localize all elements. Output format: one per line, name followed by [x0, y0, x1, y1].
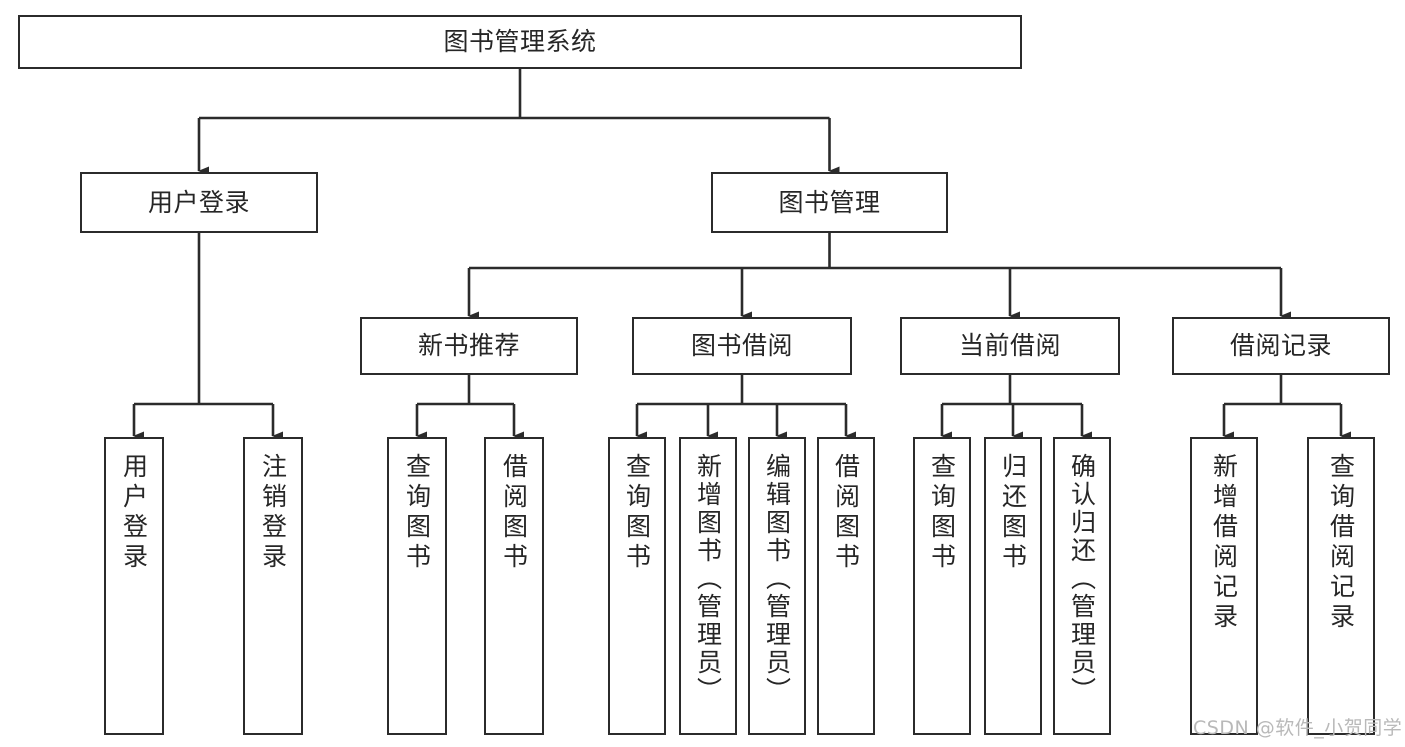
node-leaf-query-borrow-record-label: 查询借阅记录 [1326, 453, 1356, 633]
node-leaf-query-borrow-record[interactable]: 查询借阅记录 [1307, 437, 1375, 735]
node-borrow-record[interactable]: 借阅记录 [1172, 317, 1390, 375]
node-root-label: 图书管理系统 [443, 27, 597, 57]
node-root[interactable]: 图书管理系统 [18, 15, 1022, 69]
node-leaf-query-book-recommend-label: 查询图书 [402, 453, 432, 573]
node-leaf-query-book-recommend[interactable]: 查询图书 [387, 437, 447, 735]
node-current-borrow[interactable]: 当前借阅 [900, 317, 1120, 375]
csdn-watermark: CSDN @软件_小贺同学 [1193, 717, 1403, 739]
node-book-borrow-label: 图书借阅 [690, 331, 793, 361]
node-leaf-return-book-label: 归还图书 [998, 453, 1028, 573]
node-leaf-confirm-return-label: 确认归还（管理员） [1067, 453, 1097, 705]
node-leaf-edit-book-label: 编辑图书（管理员） [762, 453, 792, 705]
node-new-book-recommend[interactable]: 新书推荐 [360, 317, 578, 375]
node-user-login-label: 用户登录 [147, 187, 250, 217]
node-leaf-borrow-book-recommend[interactable]: 借阅图书 [484, 437, 544, 735]
node-leaf-logout[interactable]: 注销登录 [243, 437, 303, 735]
node-leaf-query-book-borrow[interactable]: 查询图书 [608, 437, 666, 735]
node-leaf-borrow-book-recommend-label: 借阅图书 [499, 453, 529, 573]
node-current-borrow-label: 当前借阅 [958, 331, 1061, 361]
node-leaf-borrow-book-label: 借阅图书 [831, 453, 861, 573]
node-book-borrow[interactable]: 图书借阅 [632, 317, 852, 375]
node-borrow-record-label: 借阅记录 [1229, 331, 1332, 361]
node-book-management[interactable]: 图书管理 [711, 172, 948, 233]
node-leaf-query-book-current-label: 查询图书 [927, 453, 957, 573]
node-leaf-add-book-label: 新增图书（管理员） [693, 453, 723, 705]
node-leaf-user-login[interactable]: 用户登录 [104, 437, 164, 735]
node-new-book-recommend-label: 新书推荐 [417, 331, 520, 361]
node-leaf-add-book[interactable]: 新增图书（管理员） [679, 437, 737, 735]
node-leaf-confirm-return[interactable]: 确认归还（管理员） [1053, 437, 1111, 735]
node-book-management-label: 图书管理 [778, 187, 881, 217]
connector-edges [132, 69, 1351, 441]
node-leaf-borrow-book[interactable]: 借阅图书 [817, 437, 875, 735]
node-leaf-edit-book[interactable]: 编辑图书（管理员） [748, 437, 806, 735]
node-leaf-logout-label: 注销登录 [258, 453, 288, 573]
node-leaf-user-login-label: 用户登录 [119, 453, 149, 573]
node-leaf-add-borrow-record[interactable]: 新增借阅记录 [1190, 437, 1258, 735]
node-leaf-return-book[interactable]: 归还图书 [984, 437, 1042, 735]
node-user-login[interactable]: 用户登录 [80, 172, 318, 233]
node-leaf-query-book-current[interactable]: 查询图书 [913, 437, 971, 735]
node-leaf-add-borrow-record-label: 新增借阅记录 [1209, 453, 1239, 633]
node-leaf-query-book-borrow-label: 查询图书 [622, 453, 652, 573]
